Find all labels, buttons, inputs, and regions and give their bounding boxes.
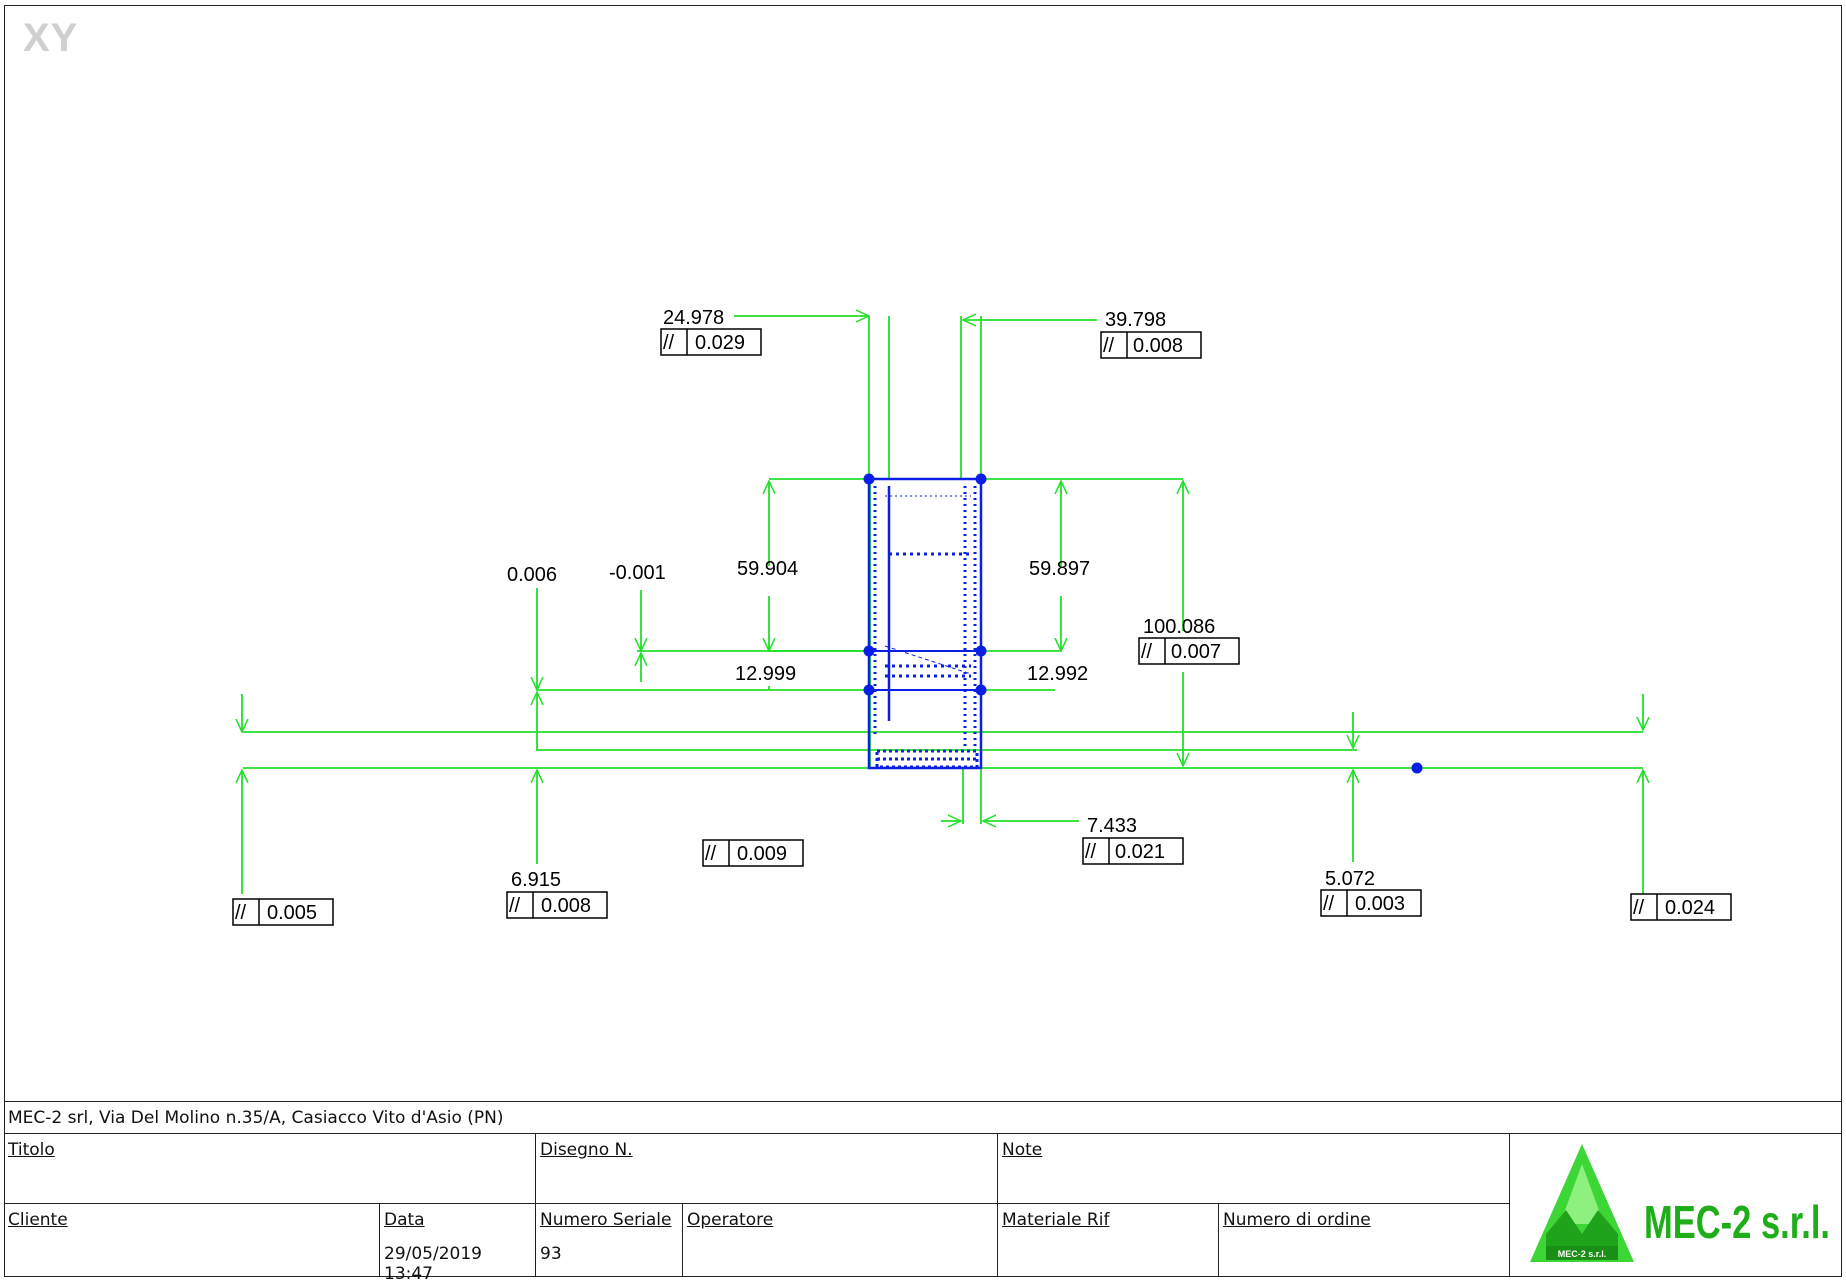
dim-small-left: 0.006 (507, 564, 557, 586)
svg-text:0.008: 0.008 (541, 895, 591, 917)
company-logo: MEC-2 s.r.l. MEC-2 s.r.l. (1510, 1134, 1842, 1277)
company-address: MEC-2 srl, Via Del Molino n.35/A, Casiac… (8, 1108, 504, 1128)
tol-box-bottom-mid: // 0.021 (1082, 837, 1184, 865)
dimension-lines (242, 316, 1643, 894)
field-seriale: Numero Seriale 93 (536, 1204, 683, 1277)
dim-bottom-mid: 7.433 (1087, 815, 1137, 837)
tol-box-bottom-left: // 0.005 (232, 898, 334, 926)
mec2-logo-icon: MEC-2 s.r.l. MEC-2 s.r.l. (1530, 1144, 1830, 1262)
svg-text:0.003: 0.003 (1355, 893, 1405, 915)
dim-height-right: 59.897 (1029, 558, 1090, 580)
note-label: Note (1002, 1140, 1043, 1160)
svg-text://: // (1085, 841, 1097, 863)
field-data: Data 29/05/2019 13:47 (380, 1204, 536, 1284)
field-operatore: Operatore (683, 1204, 998, 1277)
ordine-label: Numero di ordine (1223, 1210, 1371, 1230)
dim-height-total: 100.086 (1143, 616, 1215, 638)
dim-top-right-value: 39.798 (1105, 309, 1166, 331)
svg-text://: // (235, 902, 247, 924)
svg-text:MEC-2 s.r.l.: MEC-2 s.r.l. (1558, 1249, 1607, 1259)
tol-box-top-left: // 0.029 (660, 328, 762, 356)
svg-text:0.005: 0.005 (267, 902, 317, 924)
dim-bottom-right: 5.072 (1325, 868, 1375, 890)
tol-box-height-total: // 0.007 (1138, 637, 1240, 665)
svg-text:0.021: 0.021 (1115, 841, 1165, 863)
tol-box-bottom-center: // 0.009 (702, 839, 804, 867)
data-value: 29/05/2019 13:47 (384, 1244, 482, 1284)
svg-text:0.009: 0.009 (737, 843, 787, 865)
field-cliente: Cliente (4, 1204, 380, 1277)
drawing-sheet: XY (4, 5, 1842, 1277)
svg-text://: // (1323, 893, 1335, 915)
dim-height-left: 59.904 (737, 558, 798, 580)
dim-top-left-value: 24.978 (663, 307, 724, 329)
field-titolo: Titolo (4, 1134, 536, 1204)
svg-text:0.029: 0.029 (695, 332, 745, 354)
svg-text://: // (705, 843, 717, 865)
cliente-label: Cliente (8, 1210, 68, 1230)
materiale-label: Materiale Rif (1002, 1210, 1110, 1230)
tol-box-bottom-right: // 0.003 (1320, 889, 1422, 917)
svg-text://: // (509, 895, 521, 917)
svg-text:MEC-2 s.r.l.: MEC-2 s.r.l. (1644, 1196, 1830, 1248)
data-label: Data (384, 1210, 425, 1230)
tol-box-bottom-right2: // 0.024 (1630, 893, 1732, 921)
part-geometry (863, 473, 1423, 774)
drawing-canvas: 24.978 // 0.029 39.798 // 0.008 59.904 5… (232, 307, 1732, 926)
svg-text:0.008: 0.008 (1133, 335, 1183, 357)
seriale-value: 93 (540, 1244, 562, 1264)
tol-box-bottom-left2: // 0.008 (506, 891, 608, 919)
field-materiale: Materiale Rif (998, 1204, 1219, 1277)
svg-text://: // (1633, 897, 1645, 919)
svg-text://: // (1141, 641, 1153, 663)
dim-low-right: 12.992 (1027, 663, 1088, 685)
titolo-label: Titolo (8, 1140, 55, 1160)
field-note: Note (998, 1134, 1510, 1204)
svg-text:0.007: 0.007 (1171, 641, 1221, 663)
address-row: MEC-2 srl, Via Del Molino n.35/A, Casiac… (4, 1101, 1842, 1134)
operatore-label: Operatore (687, 1210, 774, 1230)
view-label: XY (23, 16, 79, 60)
svg-text://: // (663, 332, 675, 354)
svg-text://: // (1103, 335, 1115, 357)
title-block: MEC-2 srl, Via Del Molino n.35/A, Casiac… (4, 1101, 1842, 1284)
dim-bottom-left2: 6.915 (511, 869, 561, 891)
seriale-label: Numero Seriale (540, 1210, 672, 1230)
field-ordine: Numero di ordine (1219, 1204, 1510, 1277)
dim-low-left: 12.999 (735, 663, 796, 685)
tol-box-top-right: // 0.008 (1100, 331, 1202, 359)
field-disegno: Disegno N. (536, 1134, 998, 1204)
svg-text:0.024: 0.024 (1665, 897, 1715, 919)
dim-small-mid: -0.001 (609, 562, 666, 584)
disegno-label: Disegno N. (540, 1140, 633, 1160)
